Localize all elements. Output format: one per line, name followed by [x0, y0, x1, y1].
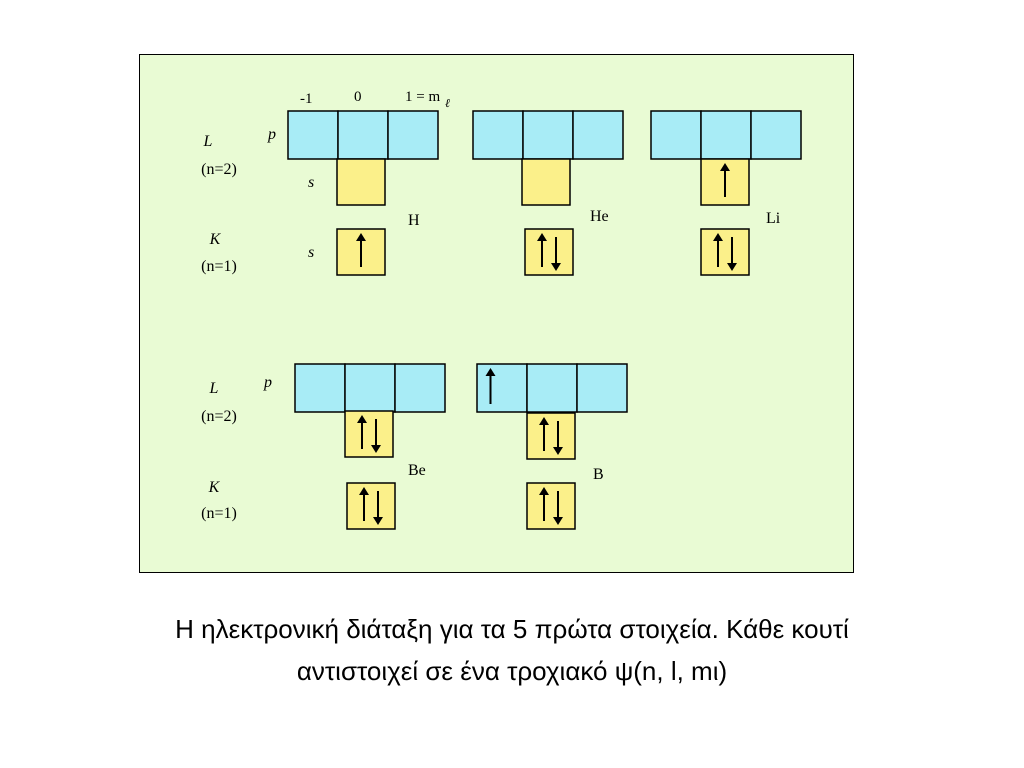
ml-minus1-label: -1 [300, 91, 313, 107]
orbital-2p-b-m1 [476, 363, 528, 413]
n2-label-top: (n=2) [201, 161, 237, 178]
shell-k-label-top: K [209, 231, 222, 248]
shell-l-label-bottom: L [209, 380, 219, 397]
shell-l-label-top: L [203, 133, 213, 150]
orbital-1s-be [346, 482, 396, 530]
orbital-2p-li-1 [750, 110, 802, 160]
orbital-2p-he-0 [522, 110, 574, 160]
orbital-2p-b-1 [576, 363, 628, 413]
orbitals-layer [287, 110, 802, 530]
element-symbol-be: Be [408, 462, 426, 479]
orbital-2p-be-1 [394, 363, 446, 413]
shell-k-label-bottom: K [208, 479, 221, 496]
element-symbol-li: Li [766, 210, 781, 227]
caption-line-1: Η ηλεκτρονική διάταξη για τα 5 πρώτα στο… [175, 614, 849, 644]
orbital-2p-li-m1 [650, 110, 702, 160]
p-subshell-label-top: p [267, 126, 276, 143]
orbital-2s-be [344, 410, 394, 458]
orbital-2s-he [521, 158, 571, 206]
p-subshell-label-bottom: p [263, 374, 272, 391]
orbital-2p-h-1 [387, 110, 439, 160]
ml-ell-subscript: ℓ [445, 96, 450, 110]
element-symbol-he: He [590, 208, 609, 225]
diagram-panel: -1 0 1 = m ℓ L (n=2) K (n=1) p s s L (n=… [139, 54, 854, 573]
orbital-1s-he [524, 228, 574, 276]
ml-0-label: 0 [354, 89, 362, 105]
orbital-2p-li-0 [700, 110, 752, 160]
orbital-1s-li [700, 228, 750, 276]
orbital-2p-he-1 [572, 110, 624, 160]
orbital-2p-be-m1 [294, 363, 346, 413]
element-symbol-b: B [593, 466, 604, 483]
orbital-2p-h-m1 [287, 110, 339, 160]
caption-line-2: αντιστοιχεί σε ένα τροχιακό ψ(n, l, mι) [296, 656, 728, 686]
element-symbol-h: H [408, 212, 420, 229]
orbital-2p-b-0 [526, 363, 578, 413]
orbital-2s-b [526, 412, 576, 460]
orbital-1s-b [526, 482, 576, 530]
orbital-2s-h [336, 158, 386, 206]
n1-label-bottom: (n=1) [201, 505, 237, 522]
n2-label-bottom: (n=2) [201, 408, 237, 425]
n1-label-top: (n=1) [201, 258, 237, 275]
orbital-diagram: -1 0 1 = m ℓ L (n=2) K (n=1) p s s L (n=… [201, 89, 802, 530]
orbital-2p-be-0 [344, 363, 396, 413]
s-subshell-label-k-top: s [308, 244, 314, 261]
s-subshell-label-l-top: s [308, 174, 314, 191]
ml-1-label: 1 = m [405, 89, 440, 105]
orbital-2p-he-m1 [472, 110, 524, 160]
orbital-2p-h-0 [337, 110, 389, 160]
